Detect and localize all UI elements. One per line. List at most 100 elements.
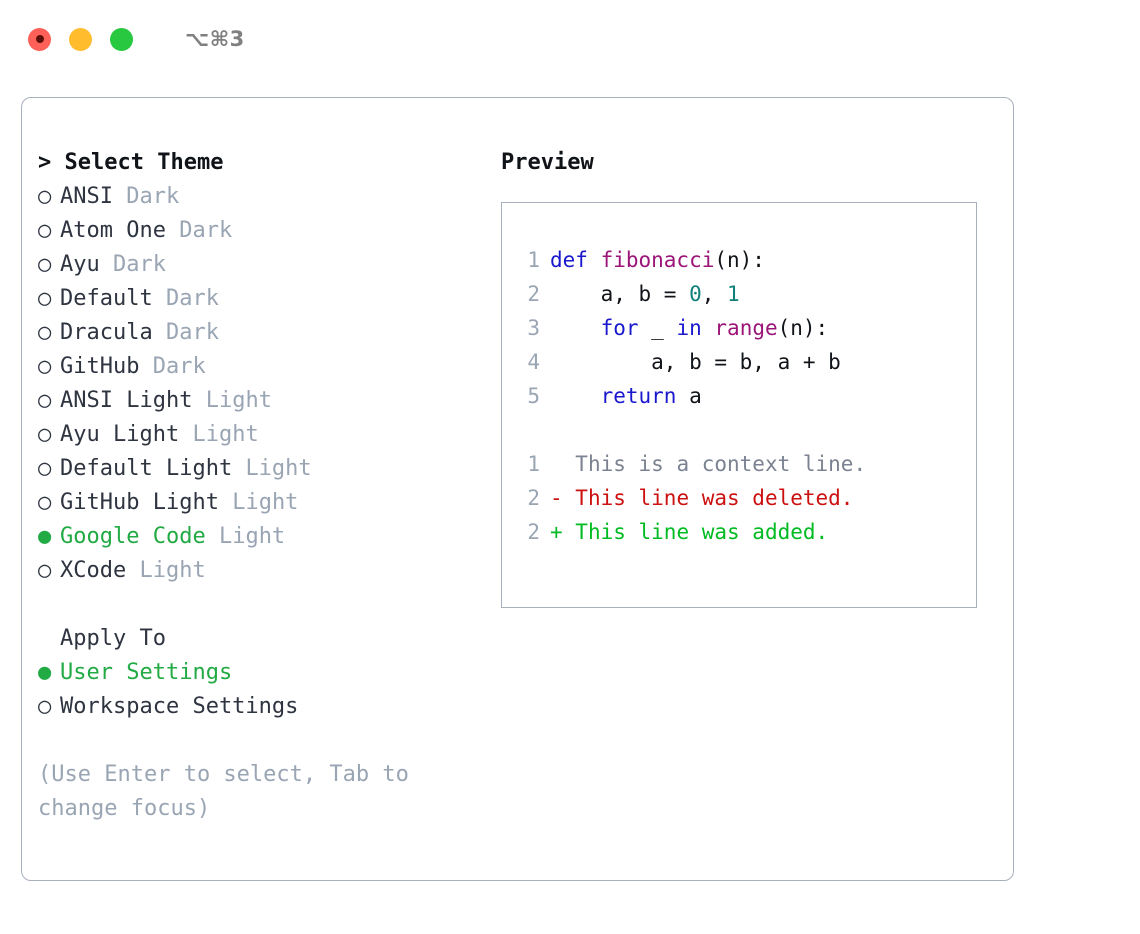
theme-option-ansi[interactable]: ○ ANSI Dark xyxy=(38,180,478,214)
main-panel: > Select Theme ○ ANSI Dark ○Atom One Dark… xyxy=(21,97,1014,881)
theme-option-default[interactable]: ○ Default Dark xyxy=(38,282,478,316)
theme-option-dracula[interactable]: ○ Dracula Dark xyxy=(38,316,478,350)
code-token: for xyxy=(600,316,639,340)
maximize-button-icon[interactable] xyxy=(110,27,133,51)
apply-to-option-label: Workspace Settings xyxy=(60,694,299,719)
diff-text: This is a context line. xyxy=(575,452,867,476)
code-token: range xyxy=(714,316,778,340)
apply-to-option-user-settings[interactable]: ●User Settings xyxy=(38,656,478,690)
theme-option-label: Default xyxy=(60,286,153,311)
theme-option-label: Ayu Light xyxy=(60,422,180,447)
code-token xyxy=(550,316,601,340)
theme-option-label: Google Code xyxy=(60,524,206,549)
code-token xyxy=(702,316,715,340)
line-number: 2 xyxy=(527,520,540,544)
keyboard-hint-text: (Use Enter to select, Tab to change focu… xyxy=(38,762,423,821)
code-token: (n): xyxy=(714,248,765,272)
code-token: in xyxy=(676,316,702,340)
theme-option-xcode[interactable]: ○XCode Light xyxy=(38,554,478,588)
close-button-icon[interactable] xyxy=(28,27,51,51)
diff-marker xyxy=(550,452,575,476)
theme-option-label: ANSI xyxy=(60,184,113,209)
code-token: _ xyxy=(638,316,677,340)
code-token: a, b = b, a + b xyxy=(550,350,841,374)
preview-title: Preview xyxy=(501,150,594,175)
code-line: 4 a, b = b, a + b xyxy=(516,345,976,379)
select-theme-header-label: Select Theme xyxy=(64,150,224,175)
line-number: 2 xyxy=(527,486,540,510)
theme-option-suffix: Dark xyxy=(113,252,166,277)
theme-option-atom-one[interactable]: ○Atom One Dark xyxy=(38,214,478,248)
theme-option-ayu-light[interactable]: ○ Ayu Light Light xyxy=(38,418,478,452)
theme-option-github[interactable]: ○ GitHub Dark xyxy=(38,350,478,384)
minimize-button-icon[interactable] xyxy=(69,27,92,51)
radio-unselected-icon: ○ xyxy=(38,252,52,277)
title-bar: ⌥⌘3 xyxy=(0,0,1140,78)
code-token xyxy=(550,384,601,408)
line-number: 1 xyxy=(527,248,540,272)
code-token: a xyxy=(676,384,702,408)
code-token: a, b = xyxy=(550,282,690,306)
radio-selected-icon: ● xyxy=(38,524,52,549)
radio-unselected-icon: ○ xyxy=(38,456,52,481)
theme-option-list: ○ ANSI Dark ○Atom One Dark ○Ayu Dark ○ Def… xyxy=(38,180,478,588)
theme-option-google-code[interactable]: ●Google Code Light xyxy=(38,520,478,554)
code-token: def xyxy=(550,248,601,272)
apply-to-option-label: User Settings xyxy=(60,660,233,685)
diff-line-added: 2 + This line was added. xyxy=(516,515,976,549)
theme-option-default-light[interactable]: ○Default Light Light xyxy=(38,452,478,486)
radio-unselected-icon: ○ xyxy=(38,184,52,209)
code-token: 0 xyxy=(689,282,702,306)
theme-option-label: Dracula xyxy=(60,320,153,345)
code-token: (n): xyxy=(777,316,829,340)
theme-option-suffix: Dark xyxy=(179,218,233,243)
radio-unselected-icon: ○ xyxy=(38,422,52,447)
diff-line-deleted: 2- This line was deleted. xyxy=(516,481,976,515)
window-controls xyxy=(28,27,133,51)
header-marker-icon: > xyxy=(38,150,52,175)
theme-option-github-light[interactable]: ○GitHub Light Light xyxy=(38,486,478,520)
code-line: 5 return a xyxy=(516,379,976,413)
apply-to-option-list: ●User Settings ○Workspace Settings xyxy=(38,656,478,724)
theme-option-suffix: Dark xyxy=(165,286,219,311)
line-number: 3 xyxy=(527,316,540,340)
code-line: 3 for _ in range(n): xyxy=(516,311,976,345)
diff-line-context: 1 This is a context line. xyxy=(516,447,976,481)
theme-option-label: XCode xyxy=(60,558,127,583)
radio-unselected-icon: ○ xyxy=(38,388,52,413)
code-token: fibonacci xyxy=(600,248,715,272)
theme-selector-column: > Select Theme ○ ANSI Dark ○Atom One Dark… xyxy=(38,146,478,826)
theme-option-suffix: Light xyxy=(205,388,272,413)
diff-marker: - xyxy=(550,486,576,510)
diff-separator xyxy=(516,413,976,447)
theme-option-ansi-light[interactable]: ○ ANSI Light Light xyxy=(38,384,478,418)
radio-unselected-icon: ○ xyxy=(38,490,52,515)
line-number: 4 xyxy=(527,350,540,374)
theme-option-ayu[interactable]: ○Ayu Dark xyxy=(38,248,478,282)
apply-to-header: Apply To xyxy=(60,626,166,651)
theme-option-suffix: Light xyxy=(232,490,299,515)
radio-unselected-icon: ○ xyxy=(38,320,52,345)
theme-option-suffix: Dark xyxy=(165,320,219,345)
theme-option-label: GitHub xyxy=(60,354,140,379)
code-token: return xyxy=(600,384,677,408)
diff-marker: + xyxy=(550,520,576,544)
code-line: 1 def fibonacci(n): xyxy=(516,243,976,277)
theme-option-label: Default Light xyxy=(60,456,233,481)
close-inner-dot-icon xyxy=(35,35,44,43)
radio-unselected-icon: ○ xyxy=(38,286,52,311)
radio-unselected-icon: ○ xyxy=(38,354,52,379)
theme-option-label: ANSI Light xyxy=(60,388,193,413)
line-number: 2 xyxy=(527,282,540,306)
hint-spacer xyxy=(38,724,478,758)
diff-text: This line was deleted. xyxy=(575,486,854,510)
theme-option-suffix: Light xyxy=(192,422,259,447)
radio-unselected-icon: ○ xyxy=(38,218,52,243)
theme-option-suffix: Dark xyxy=(126,184,180,209)
apply-to-option-workspace-settings[interactable]: ○Workspace Settings xyxy=(38,690,478,724)
theme-option-suffix: Dark xyxy=(152,354,206,379)
diff-text: This line was added. xyxy=(575,520,829,544)
radio-unselected-icon: ○ xyxy=(38,558,52,583)
